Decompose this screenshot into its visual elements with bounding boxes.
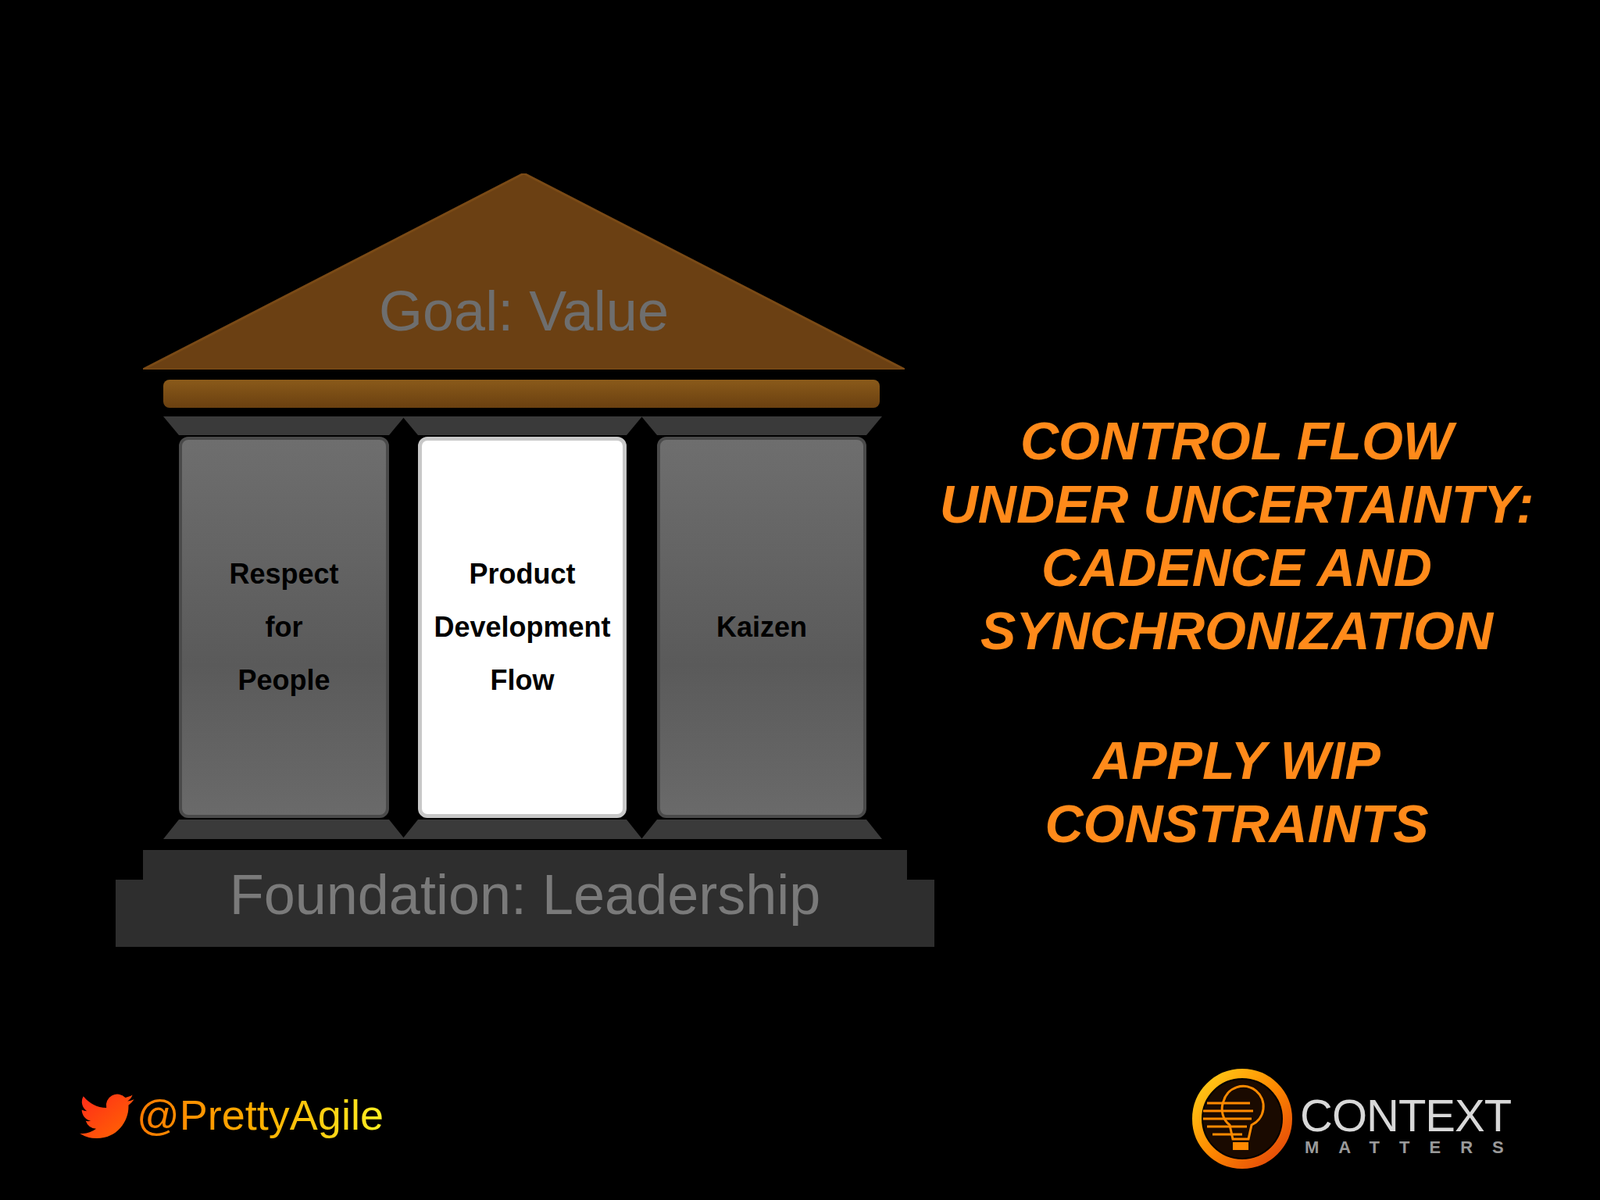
slide-heading: CONTROL FLOW UNDER UNCERTAINTY: CADENCE … (939, 409, 1535, 663)
twitter-handle: @PrettyAgile (136, 1091, 384, 1139)
text-line: APPLY WIP (1044, 728, 1429, 793)
pillar: Respect for People (178, 436, 390, 818)
text-line: UNDER UNCERTAINTY: (939, 472, 1535, 536)
text-line: Product (421, 547, 623, 601)
heading-text: Foundation: Leadership (115, 861, 935, 928)
logo-tagline: MATTERS (1304, 1137, 1524, 1158)
text-line: SYNCHRONIZATION (939, 599, 1535, 663)
text-line: Flow (421, 653, 623, 708)
column-capitals (163, 416, 883, 840)
text-line: Respect (182, 547, 386, 601)
text-line: CADENCE AND (939, 535, 1535, 600)
text-line: Development (421, 600, 623, 654)
roof-triangle: Goal: Value (142, 173, 905, 370)
text-line: CONTROL FLOW (939, 409, 1535, 473)
pillar: Kaizen (657, 436, 867, 818)
text-line: CONSTRAINTS (1044, 792, 1429, 856)
slide-subheading: APPLY WIP CONSTRAINTS (1044, 728, 1429, 856)
heading-text: Goal: Value (142, 278, 905, 344)
text-line: for (182, 600, 386, 654)
beam (163, 379, 880, 408)
text-line: People (182, 653, 386, 708)
pillar-label: Kaizen (660, 600, 864, 654)
twitter-bird (79, 1094, 135, 1140)
pillar-label: Product Development Flow (421, 547, 623, 708)
foundation-step: Foundation: Leadership (115, 850, 935, 947)
logo-wordmark: CONTEXT (1300, 1092, 1511, 1140)
pillar-highlighted: Product Development Flow (417, 436, 627, 818)
pillar-label: Respect for People (182, 547, 386, 708)
logo-mark (1196, 1073, 1288, 1165)
